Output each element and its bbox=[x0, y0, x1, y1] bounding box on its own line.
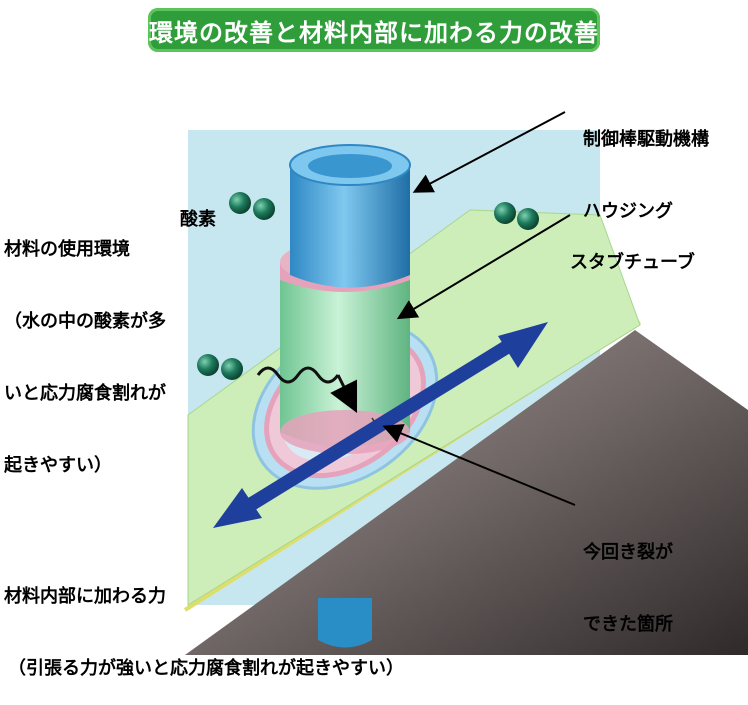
force-double-arrow bbox=[213, 322, 548, 528]
label-force: 材料内部に加わる力 （引張る力が強いと応力腐食割れが起きやすい） bbox=[4, 537, 404, 705]
oxygen-molecule-icon bbox=[494, 202, 539, 230]
oxygen-molecule-icon bbox=[197, 354, 243, 380]
diagram-canvas bbox=[183, 111, 748, 655]
label-environment-line4: 起きやすい） bbox=[4, 455, 112, 476]
label-crack-line1: 今回き裂が bbox=[583, 542, 673, 563]
label-force-line2: （引張る力が強いと応力腐食割れが起きやすい） bbox=[8, 658, 404, 679]
leader-stub-tube bbox=[396, 214, 571, 320]
label-environment-line3: いと応力腐食割れが bbox=[4, 383, 166, 404]
stub-tube-body bbox=[280, 270, 410, 447]
label-stub-tube-text: スタブチューブ bbox=[570, 252, 695, 273]
lower-nozzle bbox=[318, 598, 372, 648]
page-title: 環境の改善と材料内部に加わる力の改善 bbox=[149, 18, 599, 47]
label-environment-line1: 材料の使用環境 bbox=[4, 239, 130, 260]
label-oxygen-text: 酸素 bbox=[180, 209, 216, 230]
crdm-housing-body bbox=[290, 165, 410, 288]
crdm-housing-bore bbox=[308, 154, 392, 178]
label-environment: 材料の使用環境 （水の中の酸素が多 いと応力腐食割れが 起きやすい） bbox=[4, 190, 166, 502]
label-oxygen: 酸素 bbox=[180, 160, 216, 256]
title-banner: 環境の改善と材料内部に加わる力の改善 bbox=[148, 8, 600, 52]
vessel-steel-wall bbox=[185, 330, 748, 655]
label-force-line1: 材料内部に加わる力 bbox=[4, 586, 166, 607]
label-crack: 今回き裂が できた箇所 bbox=[583, 493, 673, 661]
oxygen-molecule-icon bbox=[229, 192, 275, 220]
leader-crdm-housing bbox=[412, 111, 566, 193]
leader-crack bbox=[382, 424, 576, 506]
label-crdm-housing-line2: ハウジング bbox=[583, 201, 673, 222]
environment-wave bbox=[256, 366, 340, 384]
environment-wave-tip bbox=[330, 374, 358, 414]
label-crdm-housing-line1: 制御棒駆動機構 bbox=[583, 129, 709, 150]
label-crdm-housing: 制御棒駆動機構 ハウジング bbox=[583, 80, 709, 248]
label-crack-line2: できた箇所 bbox=[583, 614, 673, 635]
label-stub-tube: スタブチューブ bbox=[570, 203, 695, 299]
label-environment-line2: （水の中の酸素が多 bbox=[4, 311, 166, 332]
